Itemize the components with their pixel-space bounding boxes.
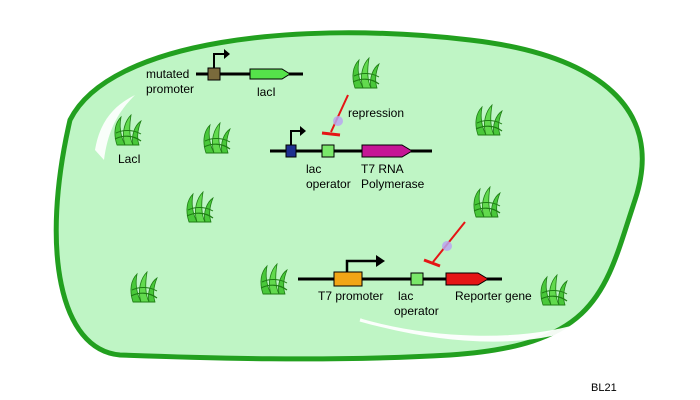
repression-label: repression	[348, 106, 404, 120]
t7-rna-pol-label-1: T7 RNA	[361, 162, 404, 176]
t7-rna-pol-label-2: Polymerase	[361, 177, 425, 191]
mutated-promoter-label-2: promoter	[146, 82, 194, 96]
reporter-gene-arrow	[445, 272, 489, 286]
lac-operator-label-1: lac	[306, 162, 321, 176]
t7-promoter-box	[333, 271, 363, 287]
promoter-box-blue	[285, 144, 297, 158]
t7-polymerase-construct: lac operator T7 RNA Polymerase	[270, 126, 432, 191]
lac-operator-label-2: operator	[306, 177, 351, 191]
lac-operator-label-2: operator	[394, 304, 439, 318]
strain-label: BL21	[591, 382, 617, 394]
t7-rna-pol-gene-arrow	[361, 144, 413, 158]
lac-operator-label-1: lac	[398, 289, 413, 303]
promoter-arrow-icon	[290, 130, 304, 145]
cell-highlight-bottom	[359, 318, 591, 342]
reporter-gene-label: Reporter gene	[455, 289, 532, 303]
laci-gene-label: lacI	[257, 85, 276, 99]
laci-gene-arrow	[249, 68, 291, 80]
promoter-arrow-icon	[213, 53, 228, 68]
repression-arrow-icon	[423, 221, 466, 268]
promoter-arrow-icon	[345, 259, 378, 272]
repression-arrow-icon	[321, 94, 349, 137]
laci-construct: mutated promoter lacI	[146, 49, 303, 99]
cell-highlight-left	[95, 95, 135, 160]
lac-operator-box	[321, 144, 335, 158]
mutated-promoter-label-1: mutated	[146, 67, 189, 81]
t7-promoter-label: T7 promoter	[318, 289, 383, 303]
mutated-promoter-box	[207, 67, 221, 81]
reporter-construct: T7 promoter lac operator Reporter gene	[298, 255, 532, 318]
cell-membrane	[53, 30, 645, 362]
laci-protein-label: LacI	[118, 152, 141, 166]
lac-operator-box	[410, 272, 424, 286]
